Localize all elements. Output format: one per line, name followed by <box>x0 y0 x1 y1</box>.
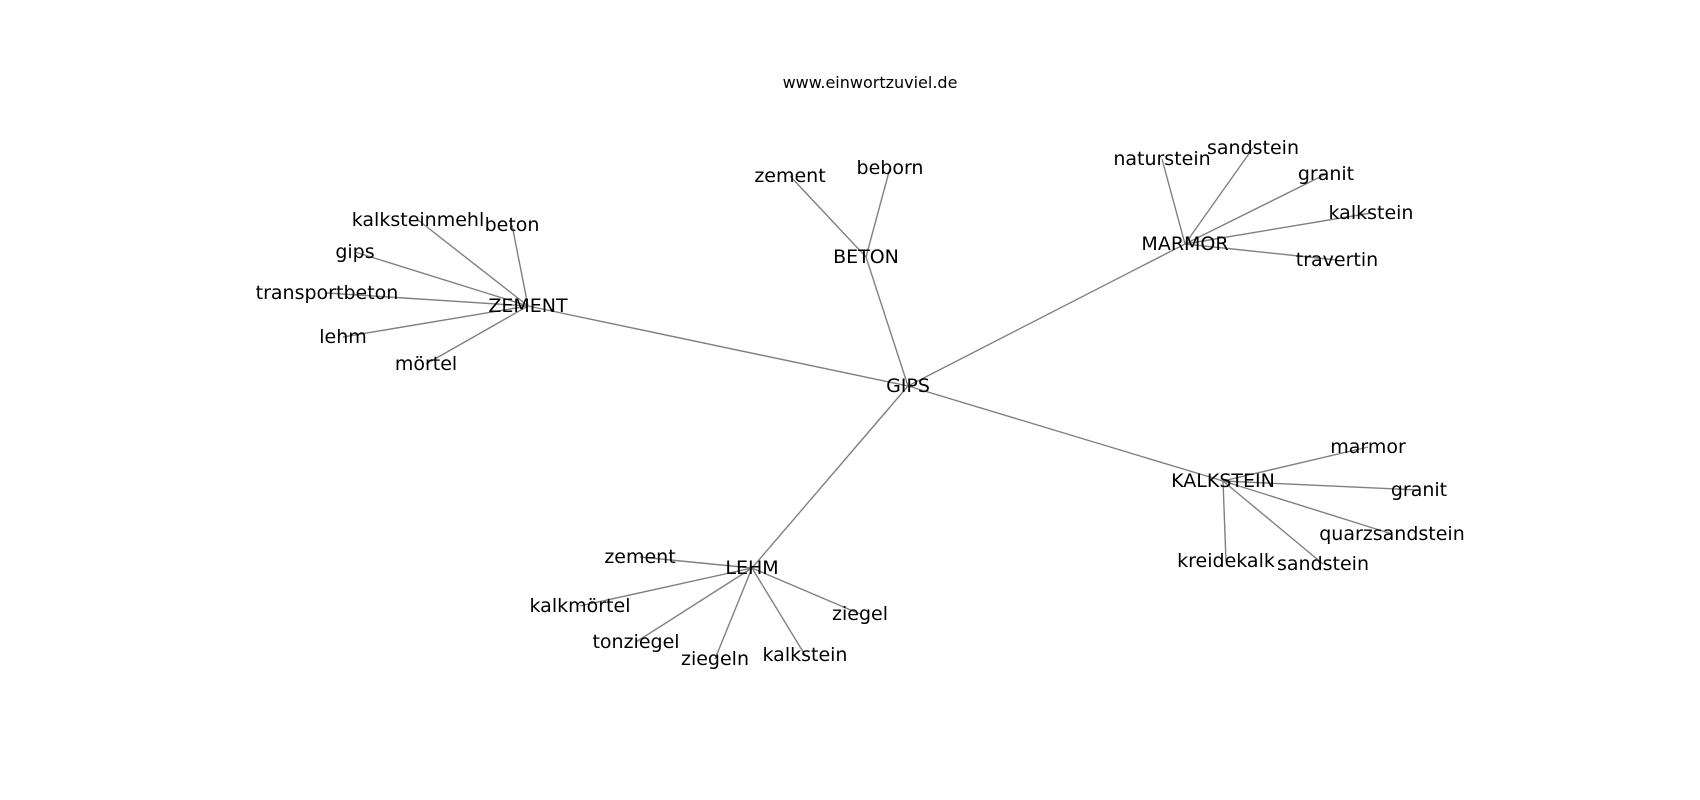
graph-edges <box>326 147 1420 660</box>
edge-hub-to-word <box>1161 158 1186 245</box>
edge-hub-to-word <box>635 567 753 643</box>
word-node-label: sandstein <box>1207 137 1299 159</box>
word-node-label: marmor <box>1330 436 1406 458</box>
edge-hub-to-word <box>1222 480 1393 535</box>
edge-hub-to-word <box>417 219 529 307</box>
edge-hub-to-word <box>342 305 529 338</box>
word-node-label: lehm <box>319 326 367 348</box>
word-node-label: kalksteinmehl <box>352 209 484 231</box>
hub-node-label: MARMOR <box>1141 233 1228 255</box>
graph-labels: www.einwortzuviel.de GIPS BETON zement bebo… <box>256 73 1465 670</box>
edge-hub-to-word <box>425 305 529 365</box>
word-node-label: sandstein <box>1277 553 1369 575</box>
edge-center-to-hub <box>907 243 1186 387</box>
edge-hub-to-word <box>511 224 529 307</box>
edge-hub-to-word <box>579 567 753 607</box>
word-node-label: ziegeln <box>681 648 749 670</box>
word-node-label: granit <box>1298 163 1354 185</box>
word-node-label: gips <box>335 241 374 263</box>
edge-hub-to-word <box>1222 480 1420 491</box>
word-node-label: kreidekalk <box>1177 550 1275 572</box>
edge-hub-to-word <box>1222 480 1324 565</box>
edge-center-to-hub <box>865 256 909 387</box>
word-node-label: transportbeton <box>256 282 399 304</box>
edge-hub-to-word <box>751 567 806 656</box>
edge-center-to-hub <box>907 385 1224 482</box>
word-node-label: tonziegel <box>592 631 679 653</box>
word-node-label: quarzsandstein <box>1319 523 1465 545</box>
edge-hub-to-word <box>1184 173 1327 245</box>
word-node-label: granit <box>1391 479 1447 501</box>
word-node-label: beborn <box>857 157 924 179</box>
center-node-label: GIPS <box>886 375 930 397</box>
hub-node-label: ZEMENT <box>488 295 568 317</box>
edge-hub-to-word <box>1184 212 1372 245</box>
hub-node-label: KALKSTEIN <box>1171 470 1275 492</box>
source-website-label: www.einwortzuviel.de <box>783 73 958 92</box>
word-node-label: ziegel <box>832 603 888 625</box>
edge-hub-to-word <box>1184 147 1254 245</box>
word-node-label: zement <box>754 165 825 187</box>
edge-hub-to-word <box>354 251 529 307</box>
word-node-label: travertin <box>1296 249 1378 271</box>
word-node-label: beton <box>485 214 540 236</box>
word-node-label: kalkmörtel <box>530 595 631 617</box>
word-node-label: naturstein <box>1113 148 1210 170</box>
edge-hub-to-word <box>751 567 861 615</box>
word-node-label: kalkstein <box>1329 202 1414 224</box>
edge-hub-to-word <box>1184 243 1338 261</box>
edge-hub-to-word <box>714 567 753 660</box>
word-node-label: kalkstein <box>763 644 848 666</box>
edge-hub-to-word <box>865 167 891 258</box>
edge-center-to-hub <box>527 305 909 387</box>
edge-hub-to-word <box>789 175 867 258</box>
word-node-label: mörtel <box>395 353 457 375</box>
hub-node-label: LEHM <box>725 557 778 579</box>
word-node-label: zement <box>604 546 675 568</box>
edge-center-to-hub <box>751 385 909 569</box>
edge-hub-to-word <box>639 556 753 569</box>
hub-node-label: BETON <box>833 246 899 268</box>
edge-hub-to-word <box>326 292 529 307</box>
edge-hub-to-word <box>1222 480 1227 562</box>
edge-hub-to-word <box>1222 446 1369 482</box>
